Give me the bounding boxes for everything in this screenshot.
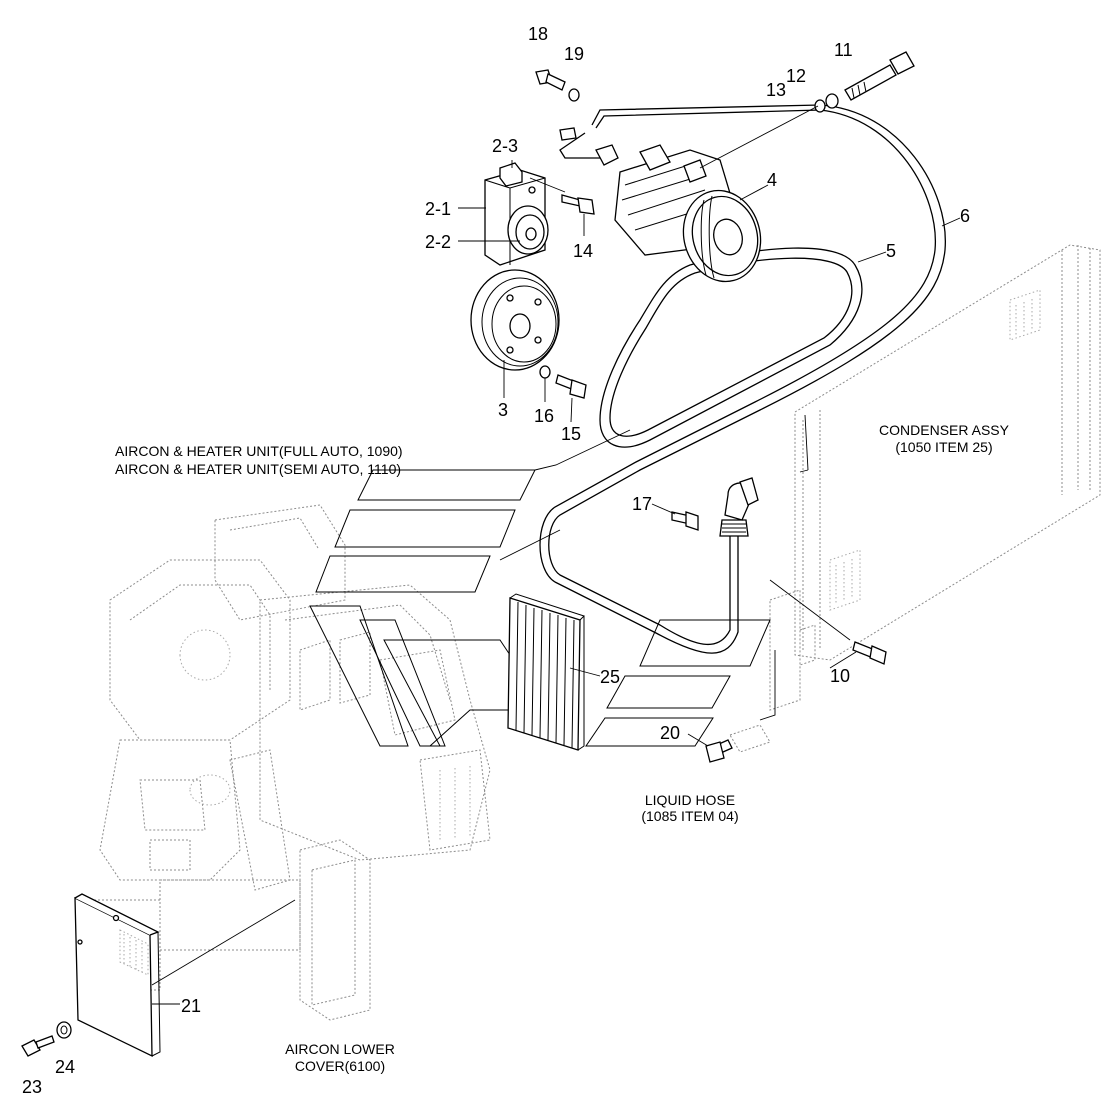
aircon-heater-unit-ghost <box>89 504 491 1021</box>
pulley-3 <box>470 269 560 371</box>
label-14: 14 <box>573 241 593 261</box>
label-11: 11 <box>834 40 853 60</box>
filter-layer-stack <box>309 429 771 747</box>
label-6: 6 <box>960 206 970 226</box>
label-2-1: 2-1 <box>425 199 451 219</box>
belts <box>599 247 863 448</box>
aircon-lower-cover-21 <box>74 893 161 1058</box>
label-4: 4 <box>767 170 777 190</box>
caption-liquid-hose-line1: LIQUID HOSE <box>645 792 735 808</box>
label-16: 16 <box>534 406 554 426</box>
label-24: 24 <box>55 1057 75 1077</box>
label-20: 20 <box>660 723 680 743</box>
refrigerant-hoses <box>539 104 946 654</box>
label-17: 17 <box>632 494 652 514</box>
label-15: 15 <box>561 424 581 444</box>
compressor-4 <box>595 144 762 283</box>
label-21: 21 <box>181 996 201 1016</box>
caption-lower-cover-line2: COVER(6100) <box>295 1058 385 1074</box>
label-23: 23 <box>22 1077 42 1097</box>
label-2-2: 2-2 <box>425 232 451 252</box>
label-25: 25 <box>600 667 620 687</box>
label-3: 3 <box>498 400 508 420</box>
label-19: 19 <box>564 44 584 64</box>
caption-aircon-heater-full: AIRCON & HEATER UNIT(FULL AUTO, 1090) <box>115 443 403 459</box>
label-5: 5 <box>886 241 896 261</box>
callout-captions: AIRCON & HEATER UNIT(FULL AUTO, 1090) AI… <box>115 422 1010 1074</box>
label-13: 13 <box>766 80 786 100</box>
caption-lower-cover-line1: AIRCON LOWER <box>285 1041 395 1057</box>
part-number-labels: 18 19 11 12 13 2-3 4 2-1 2-2 14 6 5 3 16… <box>22 24 970 1097</box>
label-12: 12 <box>786 66 806 86</box>
label-2-3: 2-3 <box>492 136 518 156</box>
idler-assy-2 <box>484 162 549 266</box>
caption-aircon-heater-semi: AIRCON & HEATER UNIT(SEMI AUTO, 1110) <box>115 461 401 477</box>
leader-lines <box>151 105 961 1005</box>
caption-condenser-line1: CONDENSER ASSY <box>879 422 1010 438</box>
caption-condenser-line2: (1050 ITEM 25) <box>895 439 992 455</box>
hardware <box>21 51 915 1057</box>
label-10: 10 <box>830 666 850 686</box>
caption-liquid-hose-line2: (1085 ITEM 04) <box>641 808 738 824</box>
label-18: 18 <box>528 24 548 44</box>
filter-element-25 <box>507 593 585 751</box>
condenser-assy-ghost <box>769 244 1101 711</box>
